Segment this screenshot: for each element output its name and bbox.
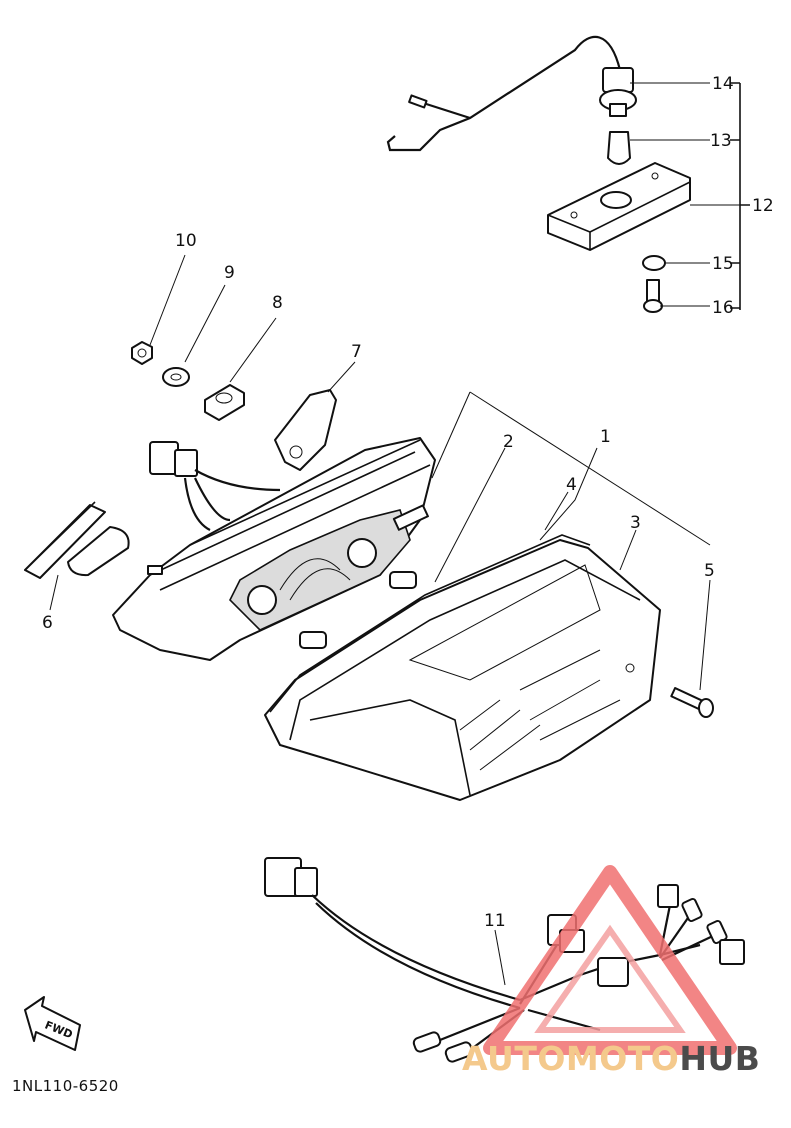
- watermark-brand-part1: AUTOMOTO: [462, 1039, 680, 1078]
- callout-1: 1: [600, 427, 611, 447]
- forward-arrow-icon: FWD: [24, 996, 81, 1051]
- callout-2: 2: [503, 432, 514, 452]
- callout-3: 3: [630, 513, 641, 533]
- lamp-housing: [112, 437, 436, 661]
- lens-screw: [670, 687, 714, 718]
- callout-7: 7: [351, 342, 362, 362]
- hardware-parts: [131, 341, 337, 471]
- callout-6: 6: [42, 613, 53, 633]
- callout-10: 10: [175, 231, 197, 251]
- lamp-lens: [264, 534, 661, 801]
- watermark-logo-icon: [483, 865, 737, 1055]
- license-light-assembly: [386, 35, 691, 313]
- callout-15: 15: [712, 254, 734, 274]
- reflector: [24, 501, 130, 579]
- callout-labels: 1 2 3 4 5 6 7 8 9 10 11 12 13 14 15 16: [42, 74, 774, 931]
- watermark-brand-part2: HUB: [679, 1039, 761, 1078]
- callout-14: 14: [712, 74, 734, 94]
- callout-13: 13: [710, 131, 732, 151]
- callout-4: 4: [566, 475, 577, 495]
- callout-16: 16: [712, 298, 734, 318]
- callout-5: 5: [704, 561, 715, 581]
- callout-12: 12: [752, 196, 774, 216]
- callout-8: 8: [272, 293, 283, 313]
- callout-11: 11: [484, 911, 506, 931]
- watermark-text: AUTOMOTOHUB: [462, 1039, 760, 1078]
- part-code: 1NL110-6520: [12, 1077, 119, 1095]
- callout-9: 9: [224, 263, 235, 283]
